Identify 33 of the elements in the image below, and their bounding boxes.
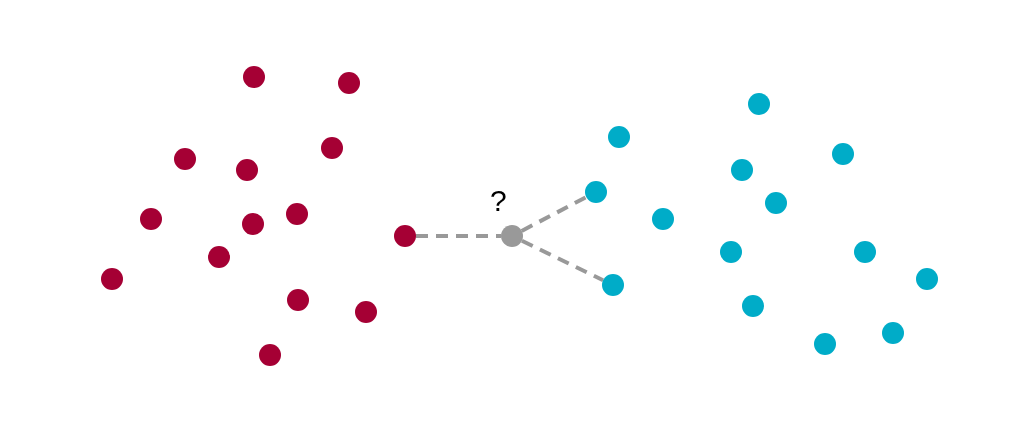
dot: [832, 143, 854, 165]
dot: [720, 241, 742, 263]
dot: [208, 246, 230, 268]
question-mark-label: ?: [490, 186, 507, 216]
dot: [742, 295, 764, 317]
dot: [101, 268, 123, 290]
dot: [394, 225, 416, 247]
dot: [242, 213, 264, 235]
dot: [585, 181, 607, 203]
dot: [321, 137, 343, 159]
dashed-connector: [416, 234, 501, 238]
dot: [765, 192, 787, 214]
dot: [854, 241, 876, 263]
dot: [652, 208, 674, 230]
dot: [140, 208, 162, 230]
dot: [286, 203, 308, 225]
dot: [501, 225, 523, 247]
dot: [814, 333, 836, 355]
dot: [916, 268, 938, 290]
dot: [174, 148, 196, 170]
dot: [243, 66, 265, 88]
dashed-connector: [521, 239, 604, 282]
dot: [338, 72, 360, 94]
dot: [287, 289, 309, 311]
dot: [731, 159, 753, 181]
dot: [608, 126, 630, 148]
dot: [355, 301, 377, 323]
dashed-connector: [520, 195, 588, 233]
dot: [748, 93, 770, 115]
dot: [259, 344, 281, 366]
dot: [882, 322, 904, 344]
dot: [236, 159, 258, 181]
dot: [602, 274, 624, 296]
